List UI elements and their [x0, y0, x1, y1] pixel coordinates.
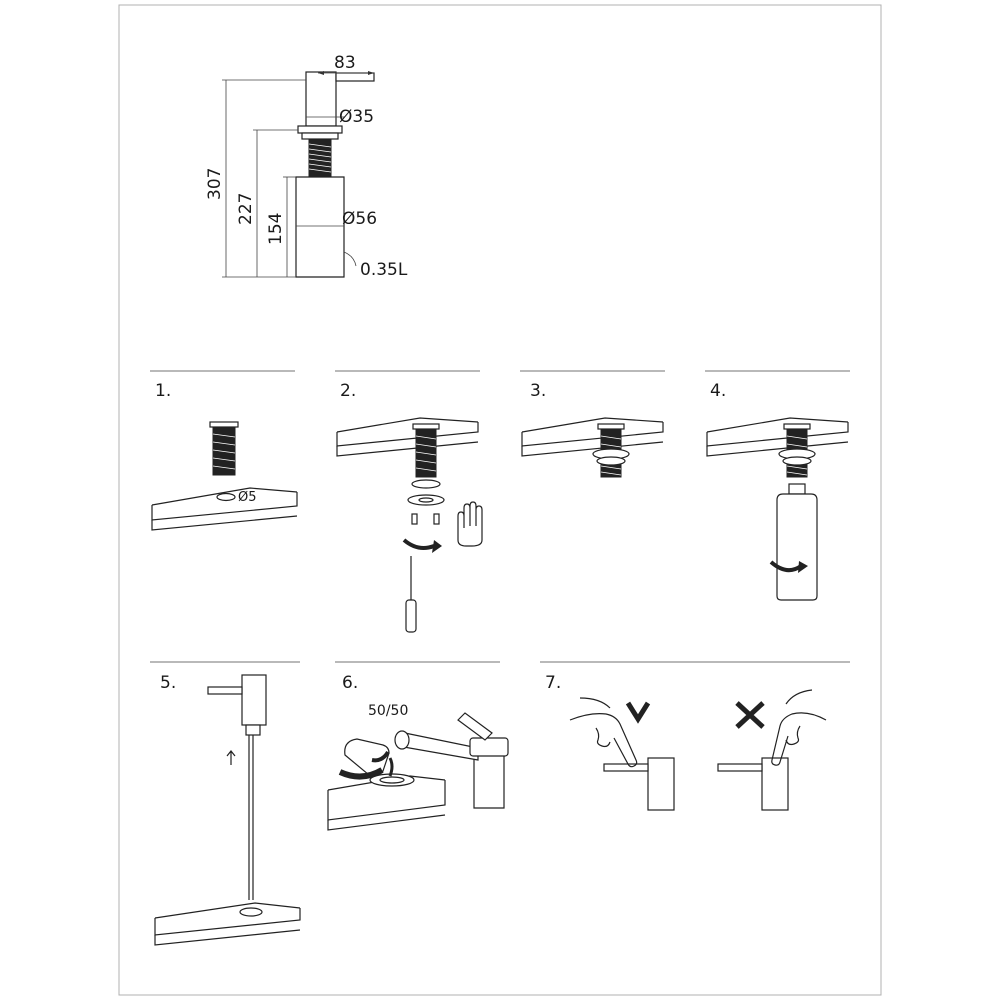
step-6-ratio-note: 50/50 [368, 703, 408, 719]
dimension-volume: 0.35L [360, 260, 408, 280]
step-dividers [150, 370, 850, 663]
dimension-307: 307 [205, 168, 225, 200]
step-1-illustration: Ø5 [151, 421, 298, 531]
dimension-drawing: 83 Ø35 Ø56 0.35L 307 227 154 [205, 53, 408, 280]
step-7-illustration [569, 689, 827, 811]
dimension-83: 83 [334, 53, 356, 73]
step-1-hole-note: Ø5 [238, 490, 257, 505]
dimension-dia-35: Ø35 [339, 107, 374, 127]
step-label-4: 4. [710, 381, 726, 401]
step-2-illustration [336, 417, 483, 633]
dimension-227: 227 [236, 193, 256, 225]
step-label-6: 6. [342, 673, 358, 693]
step-label-1: 1. [155, 381, 171, 401]
check-mark-icon [625, 701, 651, 724]
dimension-dia-56: Ø56 [342, 209, 377, 229]
step-5-illustration [154, 674, 301, 946]
step-6-illustration: 50/50 [327, 703, 509, 831]
step-label-7: 7. [545, 673, 561, 693]
page-frame [118, 4, 882, 996]
step-label-5: 5. [160, 673, 176, 693]
step-4-illustration [706, 417, 849, 601]
step-label-2: 2. [340, 381, 356, 401]
step-3-illustration [521, 417, 664, 478]
cross-mark-icon [735, 701, 765, 729]
dimension-154: 154 [266, 213, 286, 245]
step-label-3: 3. [530, 381, 546, 401]
